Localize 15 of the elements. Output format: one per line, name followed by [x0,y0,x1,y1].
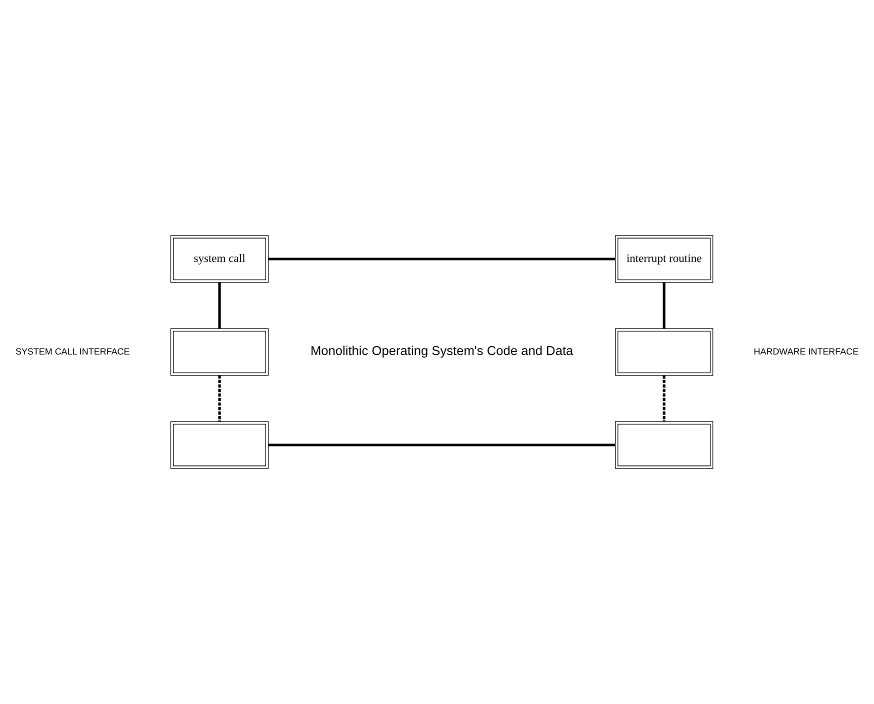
connector [218,282,221,329]
label: Monolithic Operating System's Code and Data [310,343,574,358]
label: HARDWARE INTERFACE [754,346,859,356]
connector [218,375,221,422]
connector [662,282,666,329]
node-box [615,328,714,376]
node-box [170,421,269,469]
node-box [170,328,269,376]
connector [662,375,666,422]
connector [268,444,616,446]
connector [268,258,616,260]
node-box: interrupt routine [615,235,714,283]
node-box: system call [170,235,269,283]
node-box [615,421,714,469]
label: SYSTEM CALL INTERFACE [15,346,130,356]
